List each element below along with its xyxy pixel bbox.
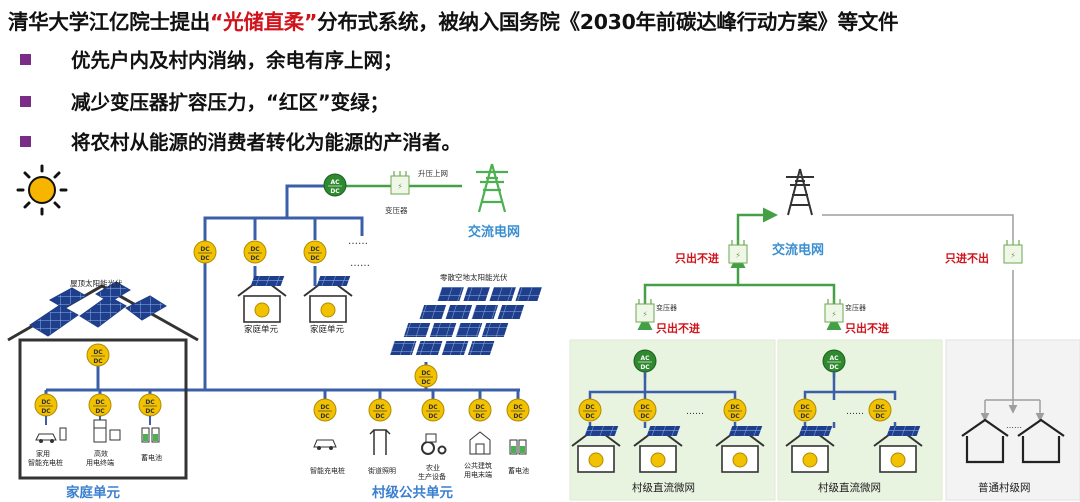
bullet-marker [20,54,31,65]
dc-dc-converter [868,398,892,422]
rooftop-pv-label: 屋顶太阳能光伏 [70,278,123,288]
household-label: 家庭单元 [310,324,345,335]
dc-bus-lines [44,184,520,402]
grid-tower-icon [785,168,815,216]
page-title: 清华大学江亿院士提出“光储直柔”分布式系统，被纳入国务院《2030年前碳达峰行动… [8,10,899,34]
ev-charger-icon [313,439,337,450]
bullet-marker [20,96,31,107]
bullet-item: 优先户内及村内消纳，余电有序上网； [20,44,403,73]
transformer-icon [1003,239,1023,264]
bullet-item: 将农村从能源的消费者转化为能源的产消者。 [20,126,461,155]
tractor-icon [421,433,447,455]
dc-dc-converter [243,240,267,264]
dc-dc-converter [313,398,337,422]
step-up-label: 升压上网 [418,169,448,178]
dc-dc-converter [793,398,817,422]
battery-icon [141,427,160,443]
dc-dc-converter [86,343,110,367]
public-pv-label: 零散空地太阳能光伏 [440,272,508,282]
only-out-label: 只出不进 [656,321,700,335]
grid-label: 交流电网 [772,242,824,258]
dc-microgrid-label: 村级直流微网 [632,481,695,494]
device-label: 街道照明 [368,466,396,475]
small-house-icon [303,275,353,323]
transformer-icon [728,239,748,264]
transformer-icon [824,298,844,323]
ac-dc-converter [323,173,347,197]
device-label: 家用智能充电桩 [28,449,63,467]
device-label: 蓄电池 [508,466,529,475]
dc-dc-converter [368,398,392,422]
sun-icon [16,164,68,216]
device-label: 智能充电桩 [310,466,345,475]
fridge-icon [93,419,107,443]
battery-icon [509,439,527,455]
plain-house-icon [1017,418,1065,464]
dc-dc-converter [34,393,58,417]
dots: …… [350,258,370,269]
normal-grid-label: 普通村级网 [978,481,1031,494]
grid-tower-icon [474,162,510,214]
transformer-icon [390,170,410,195]
dc-dc-converter [578,398,602,422]
ev-charger-icon [35,427,67,443]
transformer-label: 变压器 [385,205,408,215]
device-label: 公共建筑用电末端 [464,461,492,479]
device-label: 高效用电终端 [86,449,114,467]
only-out-label: 只出不进 [845,321,889,335]
ac-dc-converter [822,349,846,373]
dots: …… [1006,421,1022,430]
only-in-label: 只进不出 [945,251,989,265]
household-label: 家庭单元 [244,324,279,335]
dc-dc-converter [506,398,530,422]
household-unit-title: 家庭单元 [66,484,120,501]
plain-house-icon [961,418,1009,464]
street-light-icon [369,429,391,455]
transformer-label: 变压器 [656,303,677,312]
public-pv-array [389,287,542,355]
dc-dc-converter [633,398,657,422]
dots: …… [686,407,704,417]
bullet-item: 减少变压器扩容压力，“红区”变绿； [20,86,389,115]
grid-label: 交流电网 [468,224,520,240]
dc-dc-converter [723,398,747,422]
dc-microgrid-panel [569,339,776,501]
village-public-unit-title: 村级公共单元 [372,484,453,501]
small-house-icon [237,275,287,323]
transformer-icon [635,298,655,323]
public-building-icon [469,431,491,455]
dots: …… [348,236,368,247]
device-label: 蓄电池 [141,453,162,462]
rooftop-pv-panels [29,281,167,337]
dc-microgrid-label: 村级直流微网 [818,481,881,494]
appliance-icon [109,429,121,441]
dc-dc-converter [414,364,438,388]
dc-dc-converter [88,393,112,417]
bullet-marker [20,136,31,147]
transformer-label: 变压器 [845,303,866,312]
grey-flow-lines [822,214,1045,422]
ac-dc-converter [633,349,657,373]
dc-dc-converter [421,398,445,422]
dc-dc-converter [303,240,327,264]
dots: …… [846,407,864,417]
device-label: 农业生产设备 [418,463,446,481]
dc-dc-converter [138,393,162,417]
dc-dc-converter [468,398,492,422]
dc-dc-converter [193,240,217,264]
only-out-label: 只出不进 [675,251,719,265]
